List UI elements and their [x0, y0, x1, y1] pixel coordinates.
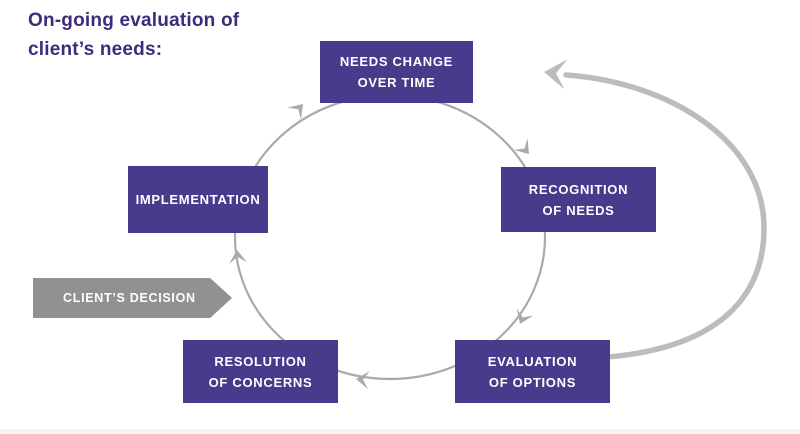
- clients-decision-arrow: CLIENT’S DECISION: [33, 278, 232, 318]
- cycle-arrowhead-icon: [229, 250, 248, 264]
- feedback-loop-arrow: [563, 72, 767, 360]
- step-resolution-of-concerns: RESOLUTION OF CONCERNS: [183, 340, 338, 403]
- step-label-line: IMPLEMENTATION: [135, 192, 261, 207]
- step-label-line: NEEDS CHANGE: [339, 54, 454, 69]
- step-label-line: OVER TIME: [357, 75, 436, 90]
- cycle-arrowhead-icon: [516, 308, 534, 324]
- page-title: On-going evaluation of client’s needs:: [28, 6, 239, 64]
- page-title-line: client’s needs:: [28, 39, 163, 60]
- cycle-arrowhead-icon: [513, 138, 529, 154]
- cycle-circle: [233, 93, 547, 381]
- cycle-arrowhead-icon: [287, 104, 303, 120]
- feedback-loop-arrowhead-icon: [544, 59, 568, 90]
- clients-decision-label: CLIENT’S DECISION: [63, 291, 196, 305]
- step-label-line: OF NEEDS: [542, 202, 615, 218]
- cycle-arrowhead-icon: [356, 371, 370, 390]
- page-title-line: On-going evaluation of: [28, 10, 240, 31]
- step-evaluation-of-options: EVALUATION OF OPTIONS: [455, 340, 610, 403]
- step-implementation: IMPLEMENTATION: [128, 166, 268, 233]
- step-needs-change-over-time: NEEDS CHANGE OVER TIME: [320, 41, 473, 103]
- step-label-line: EVALUATION: [487, 353, 578, 369]
- step-label-line: OF CONCERNS: [208, 374, 313, 390]
- footer-strip: [0, 429, 800, 434]
- step-recognition-of-needs: RECOGNITION OF NEEDS: [501, 167, 656, 232]
- step-label-line: OF OPTIONS: [488, 374, 577, 390]
- step-label-line: RESOLUTION: [214, 353, 307, 369]
- step-label-line: RECOGNITION: [528, 181, 629, 197]
